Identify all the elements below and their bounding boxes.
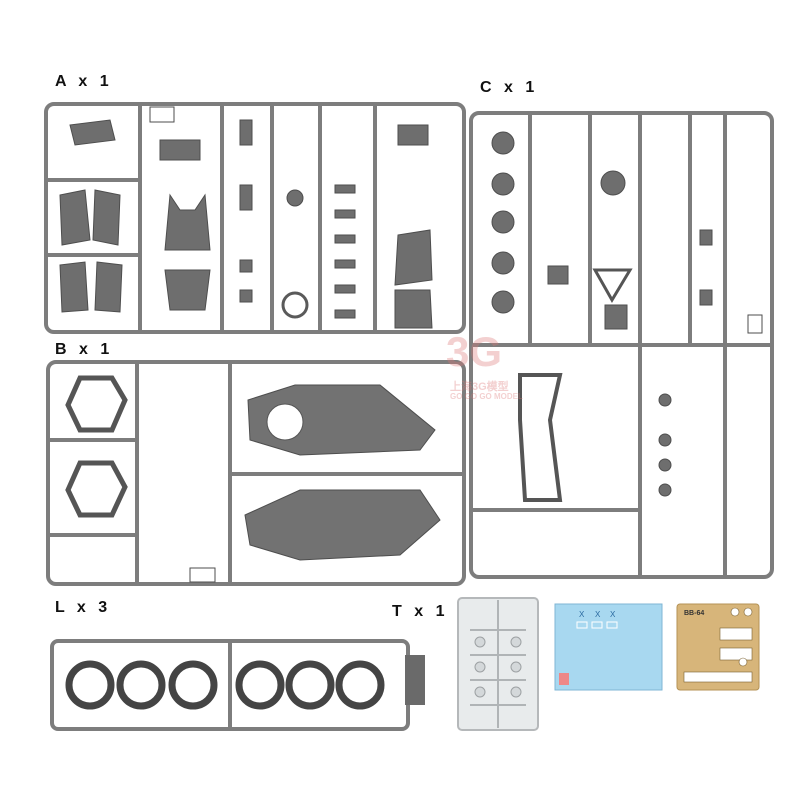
svg-text:X: X [595,610,601,619]
sprue-t [457,597,539,731]
tires [65,660,385,710]
sprue-a [44,102,466,334]
sprue-l [50,639,410,731]
sprue-b-label: B x 1 [55,341,114,358]
sprue-c [469,111,774,579]
watermark-line2: GO GO GO MODEL [450,392,523,401]
svg-text:X: X [610,610,616,619]
photo-etch-fret: BB-64 [676,603,760,691]
svg-text:X: X [579,610,585,619]
pe-code: BB-64 [684,610,704,617]
sprue-c-label: C x 1 [480,79,539,96]
sprue-a-label: A x 1 [55,73,113,90]
sprue-b [46,360,466,586]
sprue-l-label: L x 3 [55,599,112,616]
small-parts-c [658,229,713,497]
watermark-logo: 3G [446,328,503,375]
sprue-l-tag [405,655,425,705]
watermark-line1: 上海3G模型 [450,381,509,393]
small-parts-a [239,119,356,319]
road-wheels [491,131,515,314]
sprue-t-label: T x 1 [392,603,449,620]
